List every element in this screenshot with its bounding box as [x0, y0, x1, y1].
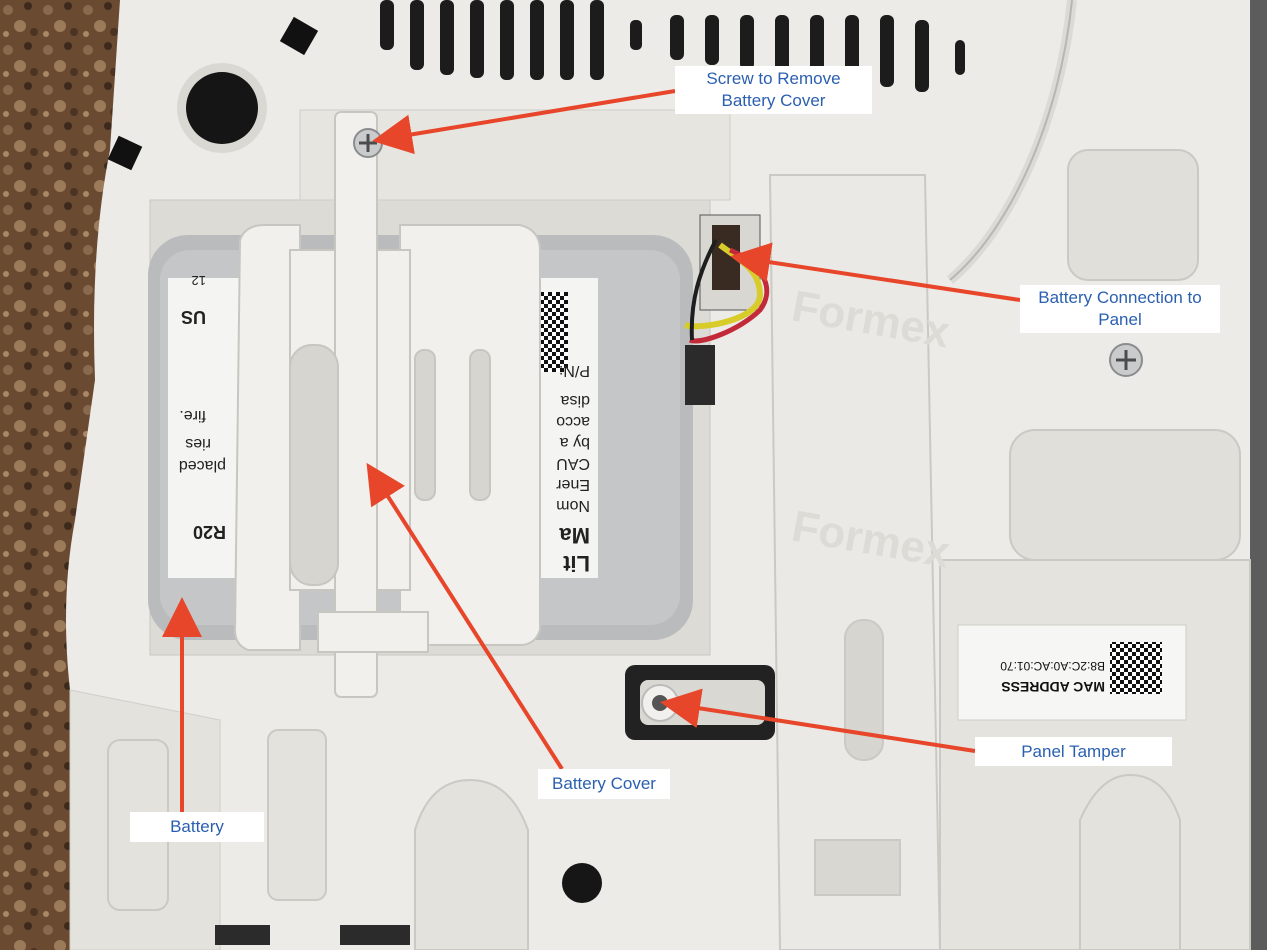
qr-code-icon: [538, 292, 568, 372]
battery-model: R20: [193, 522, 226, 542]
battery-brand-1: Lit: [562, 551, 590, 576]
mac-value: B8:2C:A0:AC:01:70: [1000, 659, 1105, 673]
mac-title: MAC ADDRESS: [1001, 679, 1105, 695]
battery-right-1: placed: [179, 457, 226, 474]
top-vents: [380, 0, 965, 92]
screw-icon: [353, 128, 383, 158]
battery-line-4: by a: [560, 434, 590, 451]
battery-cover: [233, 111, 541, 698]
battery-brand-2: Ma: [559, 523, 590, 548]
callout-battery-connection: Battery Connection to Panel: [1020, 285, 1220, 333]
mac-qr-code-icon: [1110, 642, 1162, 694]
battery-number: 12: [192, 273, 206, 288]
arrow-screw: [372, 89, 676, 155]
battery-line-5: acco: [556, 413, 590, 430]
battery-right-3: fire.: [179, 407, 206, 424]
callout-battery: Battery: [130, 812, 264, 842]
arrow-tamper: [660, 688, 976, 753]
callout-panel-tamper: Panel Tamper: [975, 737, 1172, 766]
battery-line-6: disa: [561, 392, 590, 409]
panel-tamper: [625, 665, 775, 740]
battery-line-1: Nom: [556, 497, 590, 514]
mac-label: MAC ADDRESS B8:2C:A0:AC:01:70: [957, 624, 1187, 721]
callout-battery-cover: Battery Cover: [538, 769, 670, 799]
callout-screw: Screw to Remove Battery Cover: [675, 66, 872, 114]
battery-line-7: P/N:: [559, 362, 590, 379]
battery-right-2: ries: [185, 435, 211, 452]
arrow-cover: [366, 462, 564, 771]
battery-mark: US: [181, 307, 206, 327]
annotation-arrows: [162, 89, 1021, 812]
battery-line-2: Ener: [556, 476, 590, 493]
battery-line-3: CAU: [556, 455, 590, 472]
arrow-connection: [730, 242, 1021, 302]
